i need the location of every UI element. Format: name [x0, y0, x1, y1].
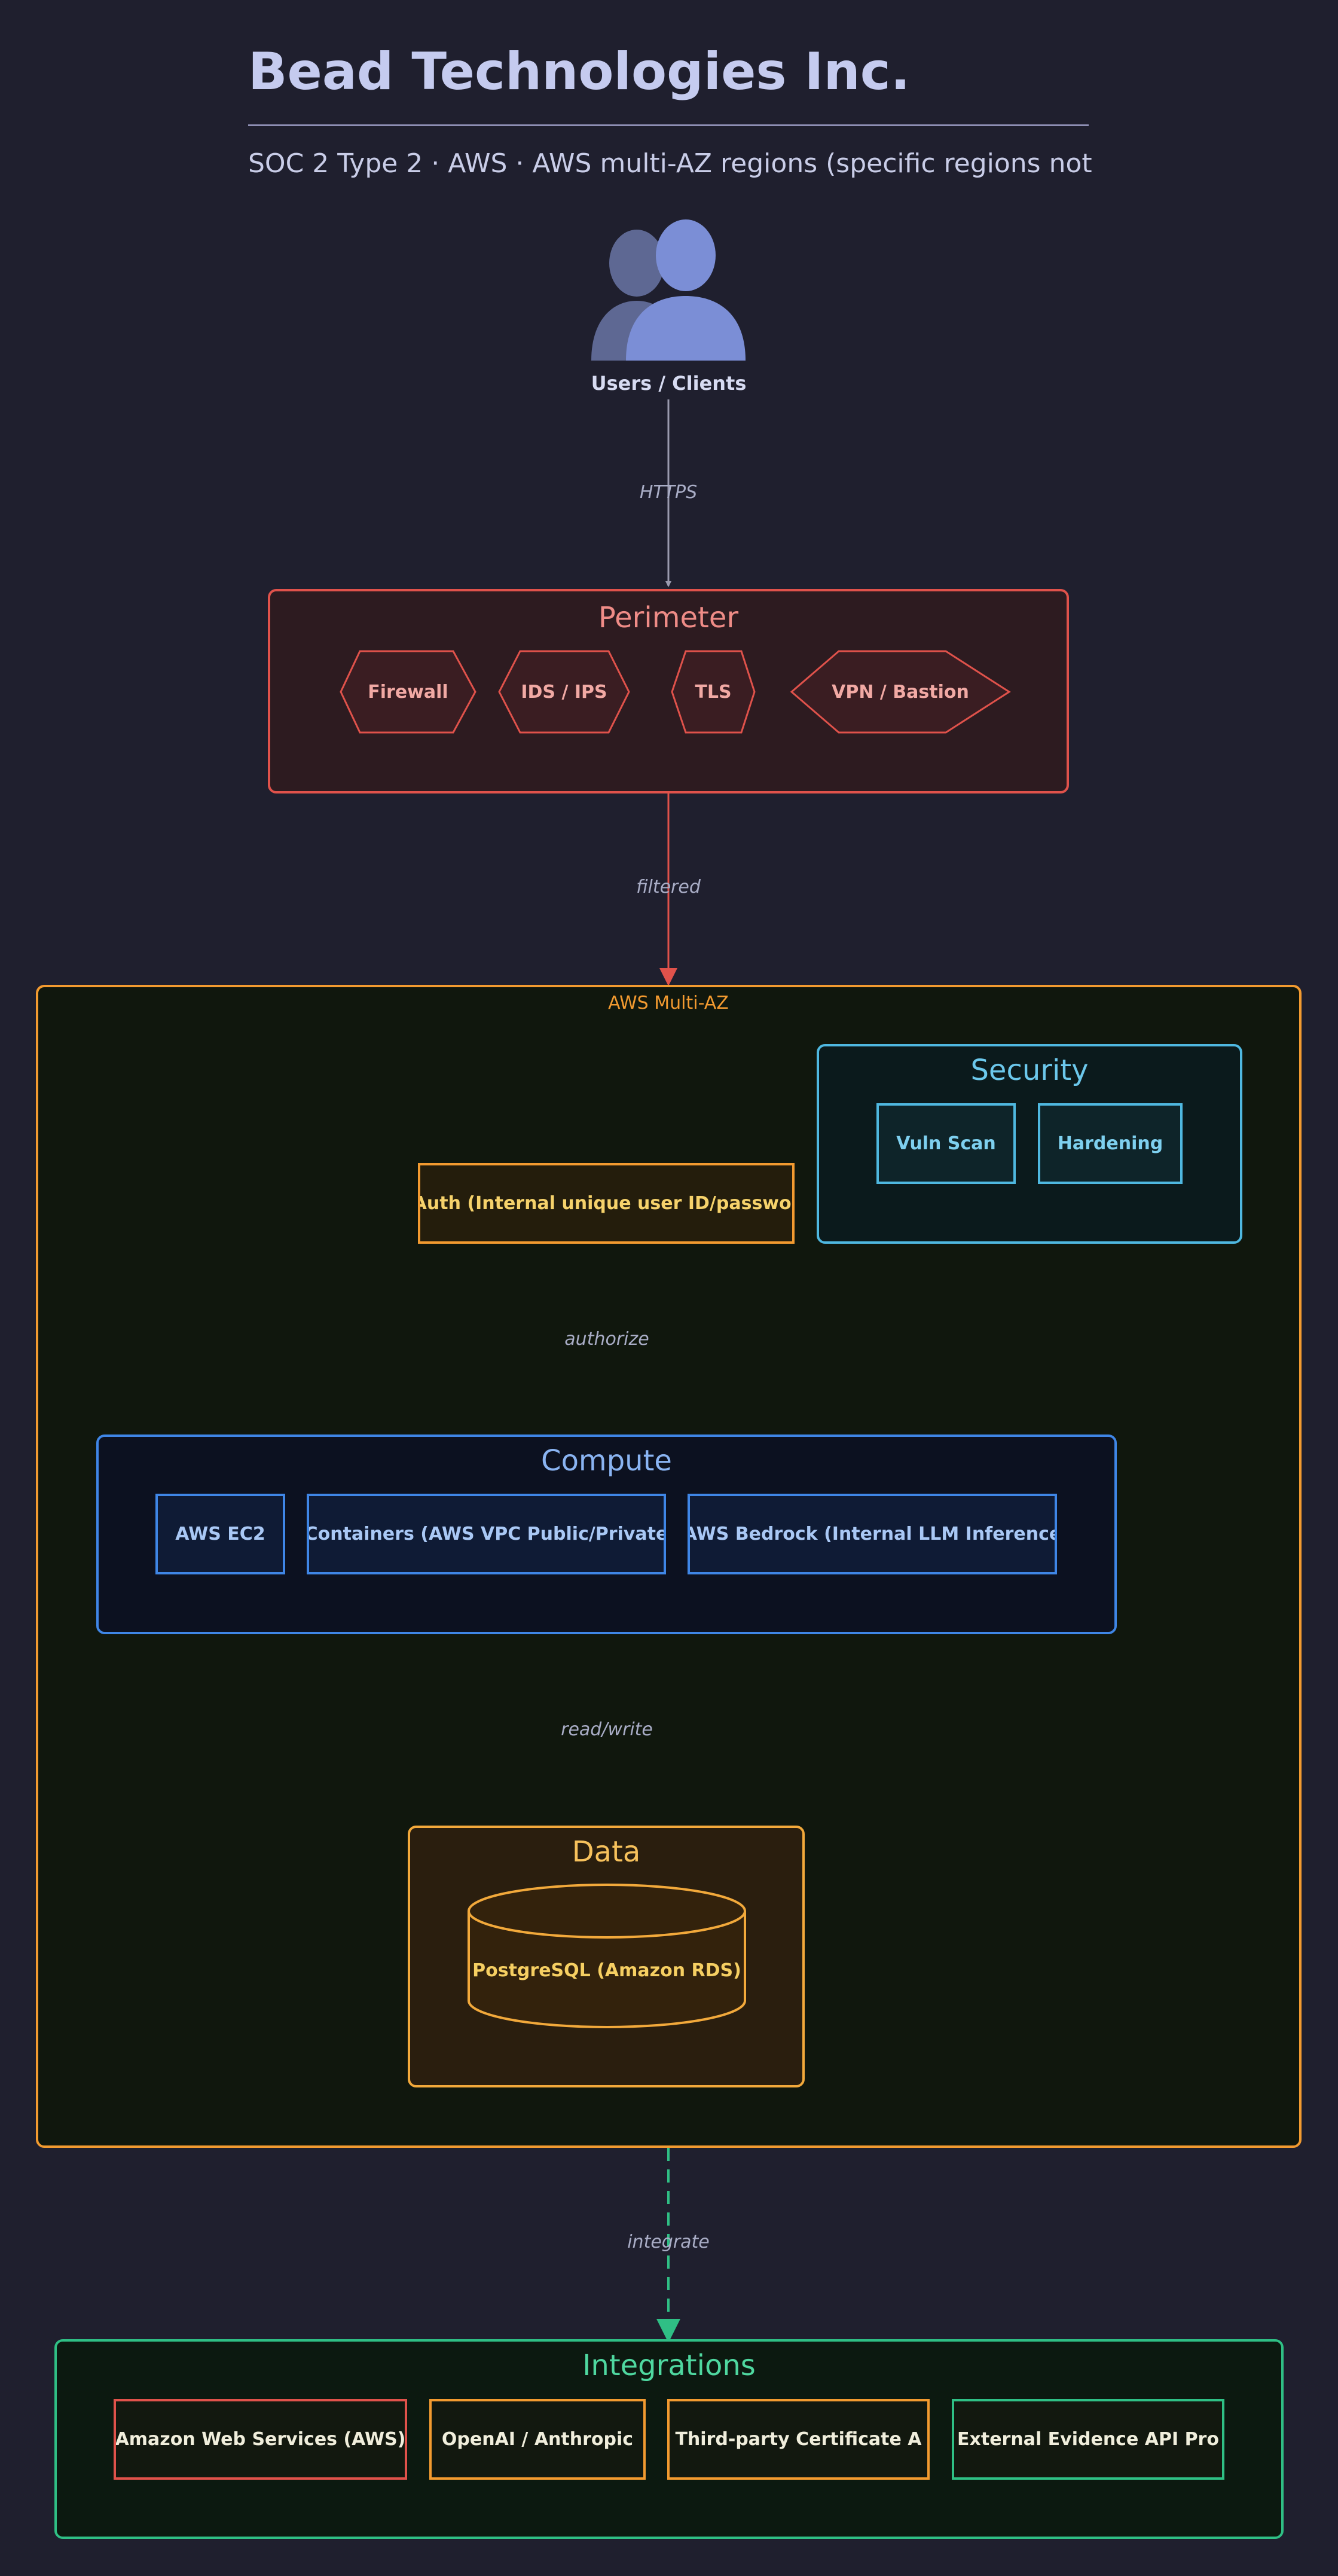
- integration-item-certificate: Third-party Certificate A: [667, 2399, 930, 2480]
- compute-item-aws-ec2: AWS EC2: [155, 1494, 285, 1574]
- security-item-vuln-scan: Vuln Scan: [876, 1103, 1016, 1184]
- perimeter-item-tls: TLS: [695, 682, 732, 703]
- page-title: Bead Technologies Inc.: [248, 42, 911, 102]
- edge-label-https: HTTPS: [639, 482, 698, 503]
- edge-label-integrate: integrate: [627, 2232, 710, 2253]
- data-title: Data: [572, 1835, 641, 1869]
- page-subtitle: SOC 2 Type 2 · AWS · AWS multi-AZ region…: [248, 148, 1092, 179]
- users-icon: [591, 219, 746, 361]
- zone-title: AWS Multi-AZ: [608, 993, 729, 1014]
- perimeter-shapes: [340, 650, 1011, 734]
- compute-item-aws-bedrock: AWS Bedrock (Internal LLM Inference: [688, 1494, 1057, 1574]
- auth-box: Auth (Internal unique user ID/passwo): [418, 1163, 795, 1244]
- perimeter-item-vpn-bastion: VPN / Bastion: [832, 682, 969, 703]
- edge-label-read-write: read/write: [561, 1719, 653, 1740]
- compute-item-containers: Containers (AWS VPC Public/Private: [307, 1494, 666, 1574]
- database-cylinder-icon: [468, 1884, 746, 2028]
- edge-label-filtered: filtered: [636, 877, 701, 898]
- perimeter-item-ids-ips: IDS / IPS: [521, 682, 607, 703]
- perimeter-item-firewall: Firewall: [368, 682, 448, 703]
- title-divider: [248, 124, 1089, 126]
- integration-item-aws: Amazon Web Services (AWS): [114, 2399, 407, 2480]
- integration-item-evidence-api: External Evidence API Pro: [952, 2399, 1224, 2480]
- security-title: Security: [970, 1054, 1089, 1087]
- security-item-hardening: Hardening: [1038, 1103, 1183, 1184]
- edge-label-authorize: authorize: [564, 1329, 649, 1350]
- compute-title: Compute: [541, 1444, 672, 1478]
- users-clients-label: Users / Clients: [591, 372, 747, 395]
- integration-item-openai-anthropic: OpenAI / Anthropic: [429, 2399, 646, 2480]
- integrations-title: Integrations: [582, 2349, 756, 2382]
- perimeter-title: Perimeter: [598, 601, 739, 634]
- database-postgresql-label: PostgreSQL (Amazon RDS): [472, 1960, 741, 1981]
